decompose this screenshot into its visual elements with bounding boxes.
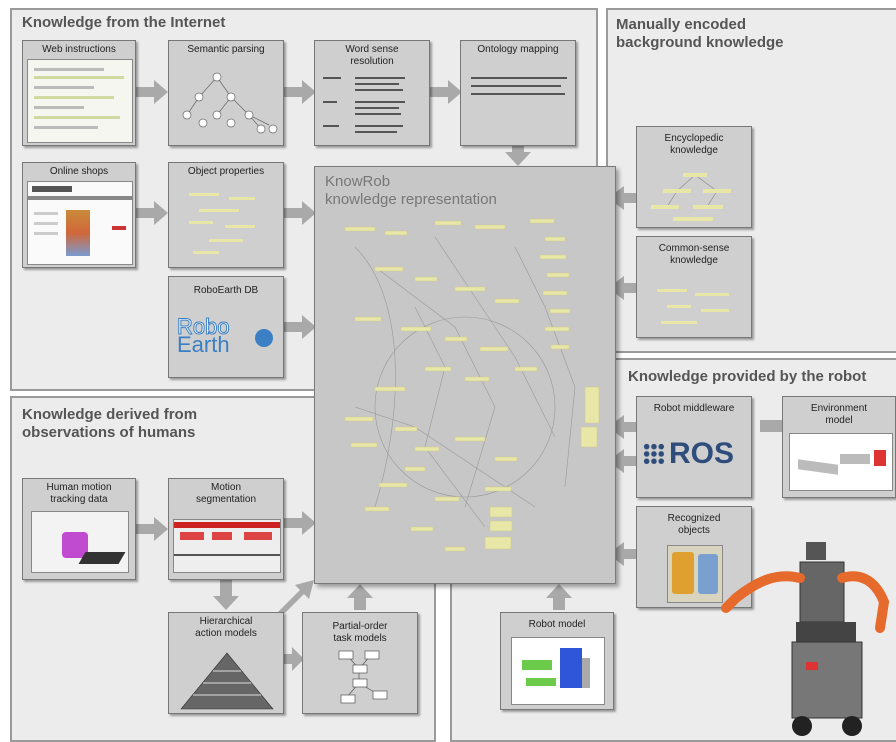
roboearth-logo-bottom: Earth (177, 332, 230, 357)
action-pyramid (180, 652, 274, 710)
arrow-recognized-to-core (608, 542, 636, 566)
roboearth-logo-top: Robo (177, 314, 231, 339)
box-robot-model: Robot model (500, 612, 614, 710)
box-robot-model-title: Robot model (528, 619, 586, 630)
box-encyclopedic: Encyclopedic knowledge (636, 126, 752, 228)
region-robot-title: Knowledge provided by the robot (628, 368, 867, 385)
ros-logo-text: ROS (669, 437, 735, 470)
arrow-middleware-to-core (608, 415, 636, 439)
arrow-shops-to-props (136, 201, 168, 225)
box-environment-model: Environment model (782, 396, 896, 498)
box-word-sense: Word sense resolution (314, 40, 430, 146)
arrow-encyclopedic-to-core (608, 186, 636, 210)
box-web-instructions-title: Web instructions (42, 44, 116, 55)
arrow-parsing-to-wsr (284, 80, 316, 104)
arrow-ontology-to-core (505, 144, 531, 166)
box-human-motion: Human motion tracking data (22, 478, 136, 580)
online-shops-thumb (27, 181, 133, 265)
box-recognized-objects: Recognized objects (636, 506, 752, 608)
box-ontology-mapping: Ontology mapping (460, 40, 576, 146)
box-environment-model-title: Environment model (810, 403, 868, 426)
environment-model-thumb (789, 433, 893, 491)
box-motion-segmentation-title: Motion segmentation (195, 482, 257, 505)
arrow-hier-to-partial (284, 647, 304, 671)
box-roboearth-db-title: RoboEarth DB (193, 285, 259, 296)
box-partial-order-title: Partial-order task models (332, 621, 388, 644)
region-humans-title: Knowledge derived from observations of h… (22, 406, 198, 441)
box-roboearth-db: RoboEarth DB Robo Earth (168, 276, 284, 378)
web-instructions-thumb (27, 59, 133, 143)
word-sense-lines (323, 77, 405, 133)
arrow-commonsense-to-core (608, 276, 636, 300)
arrow-props-to-core (284, 201, 316, 225)
arrow-seg-to-hier (213, 580, 239, 610)
box-hierarchical-action: Hierarchical action models (168, 612, 284, 714)
recognized-objects-thumb (667, 545, 723, 603)
robot-model-thumb (511, 637, 605, 705)
parse-tree (182, 72, 278, 134)
box-human-motion-title: Human motion tracking data (46, 482, 112, 505)
box-word-sense-title: Word sense resolution (345, 44, 399, 67)
encyclopedic-tree (651, 173, 731, 221)
arrow-db-to-core (284, 315, 316, 339)
arrow-web-to-parsing (136, 80, 168, 104)
box-web-instructions: Web instructions (22, 40, 136, 146)
arrow-robotmodel-to-core (546, 584, 572, 610)
box-common-sense: Common-sense knowledge (636, 236, 752, 338)
box-common-sense-title: Common-sense knowledge (658, 243, 730, 266)
ros-logo: ROS (643, 435, 749, 475)
knowrob-core: KnowRob knowledge representation (314, 166, 616, 584)
arrow-env-to-middleware (760, 420, 782, 432)
motion-segmentation-thumb (173, 519, 281, 573)
human-motion-thumb (31, 511, 129, 573)
ontology-graph (344, 218, 600, 552)
ros-dots-icon (643, 443, 665, 465)
box-encyclopedic-title: Encyclopedic knowledge (664, 133, 724, 156)
box-recognized-objects-title: Recognized objects (667, 513, 721, 536)
arrow-hier-to-core (276, 580, 314, 618)
common-sense-nodes (637, 237, 753, 339)
roboearth-globe-icon (255, 329, 273, 347)
box-ontology-mapping-title: Ontology mapping (477, 44, 559, 55)
robot-photo (721, 542, 890, 736)
box-object-properties: Object properties (168, 162, 284, 268)
arrow-human-to-seg (136, 517, 168, 541)
region-manual-title: Manually encoded background knowledge (616, 16, 784, 51)
ontology-mapping-lines (471, 77, 567, 95)
box-semantic-parsing-title: Semantic parsing (187, 44, 265, 55)
arrow-partial-to-core (347, 584, 373, 610)
roboearth-logo: Robo Earth (177, 314, 277, 357)
region-internet-title: Knowledge from the Internet (22, 14, 226, 31)
box-robot-middleware-title: Robot middleware (653, 403, 735, 414)
box-robot-middleware: Robot middleware ROS (636, 396, 752, 498)
box-semantic-parsing: Semantic parsing (168, 40, 284, 146)
arrow-wsr-to-ontology (430, 80, 462, 104)
partial-order-graph (338, 650, 388, 704)
box-online-shops-title: Online shops (49, 166, 109, 177)
knowrob-title: KnowRob knowledge representation (325, 173, 497, 208)
box-hierarchical-action-title: Hierarchical action models (195, 616, 257, 639)
box-partial-order: Partial-order task models (302, 612, 418, 714)
arrow-seg-to-core (284, 511, 316, 535)
box-online-shops: Online shops (22, 162, 136, 268)
box-object-properties-title: Object properties (187, 166, 265, 177)
object-properties-nodes (169, 163, 285, 269)
box-motion-segmentation: Motion segmentation (168, 478, 284, 580)
arrow-env-to-core (608, 449, 636, 473)
